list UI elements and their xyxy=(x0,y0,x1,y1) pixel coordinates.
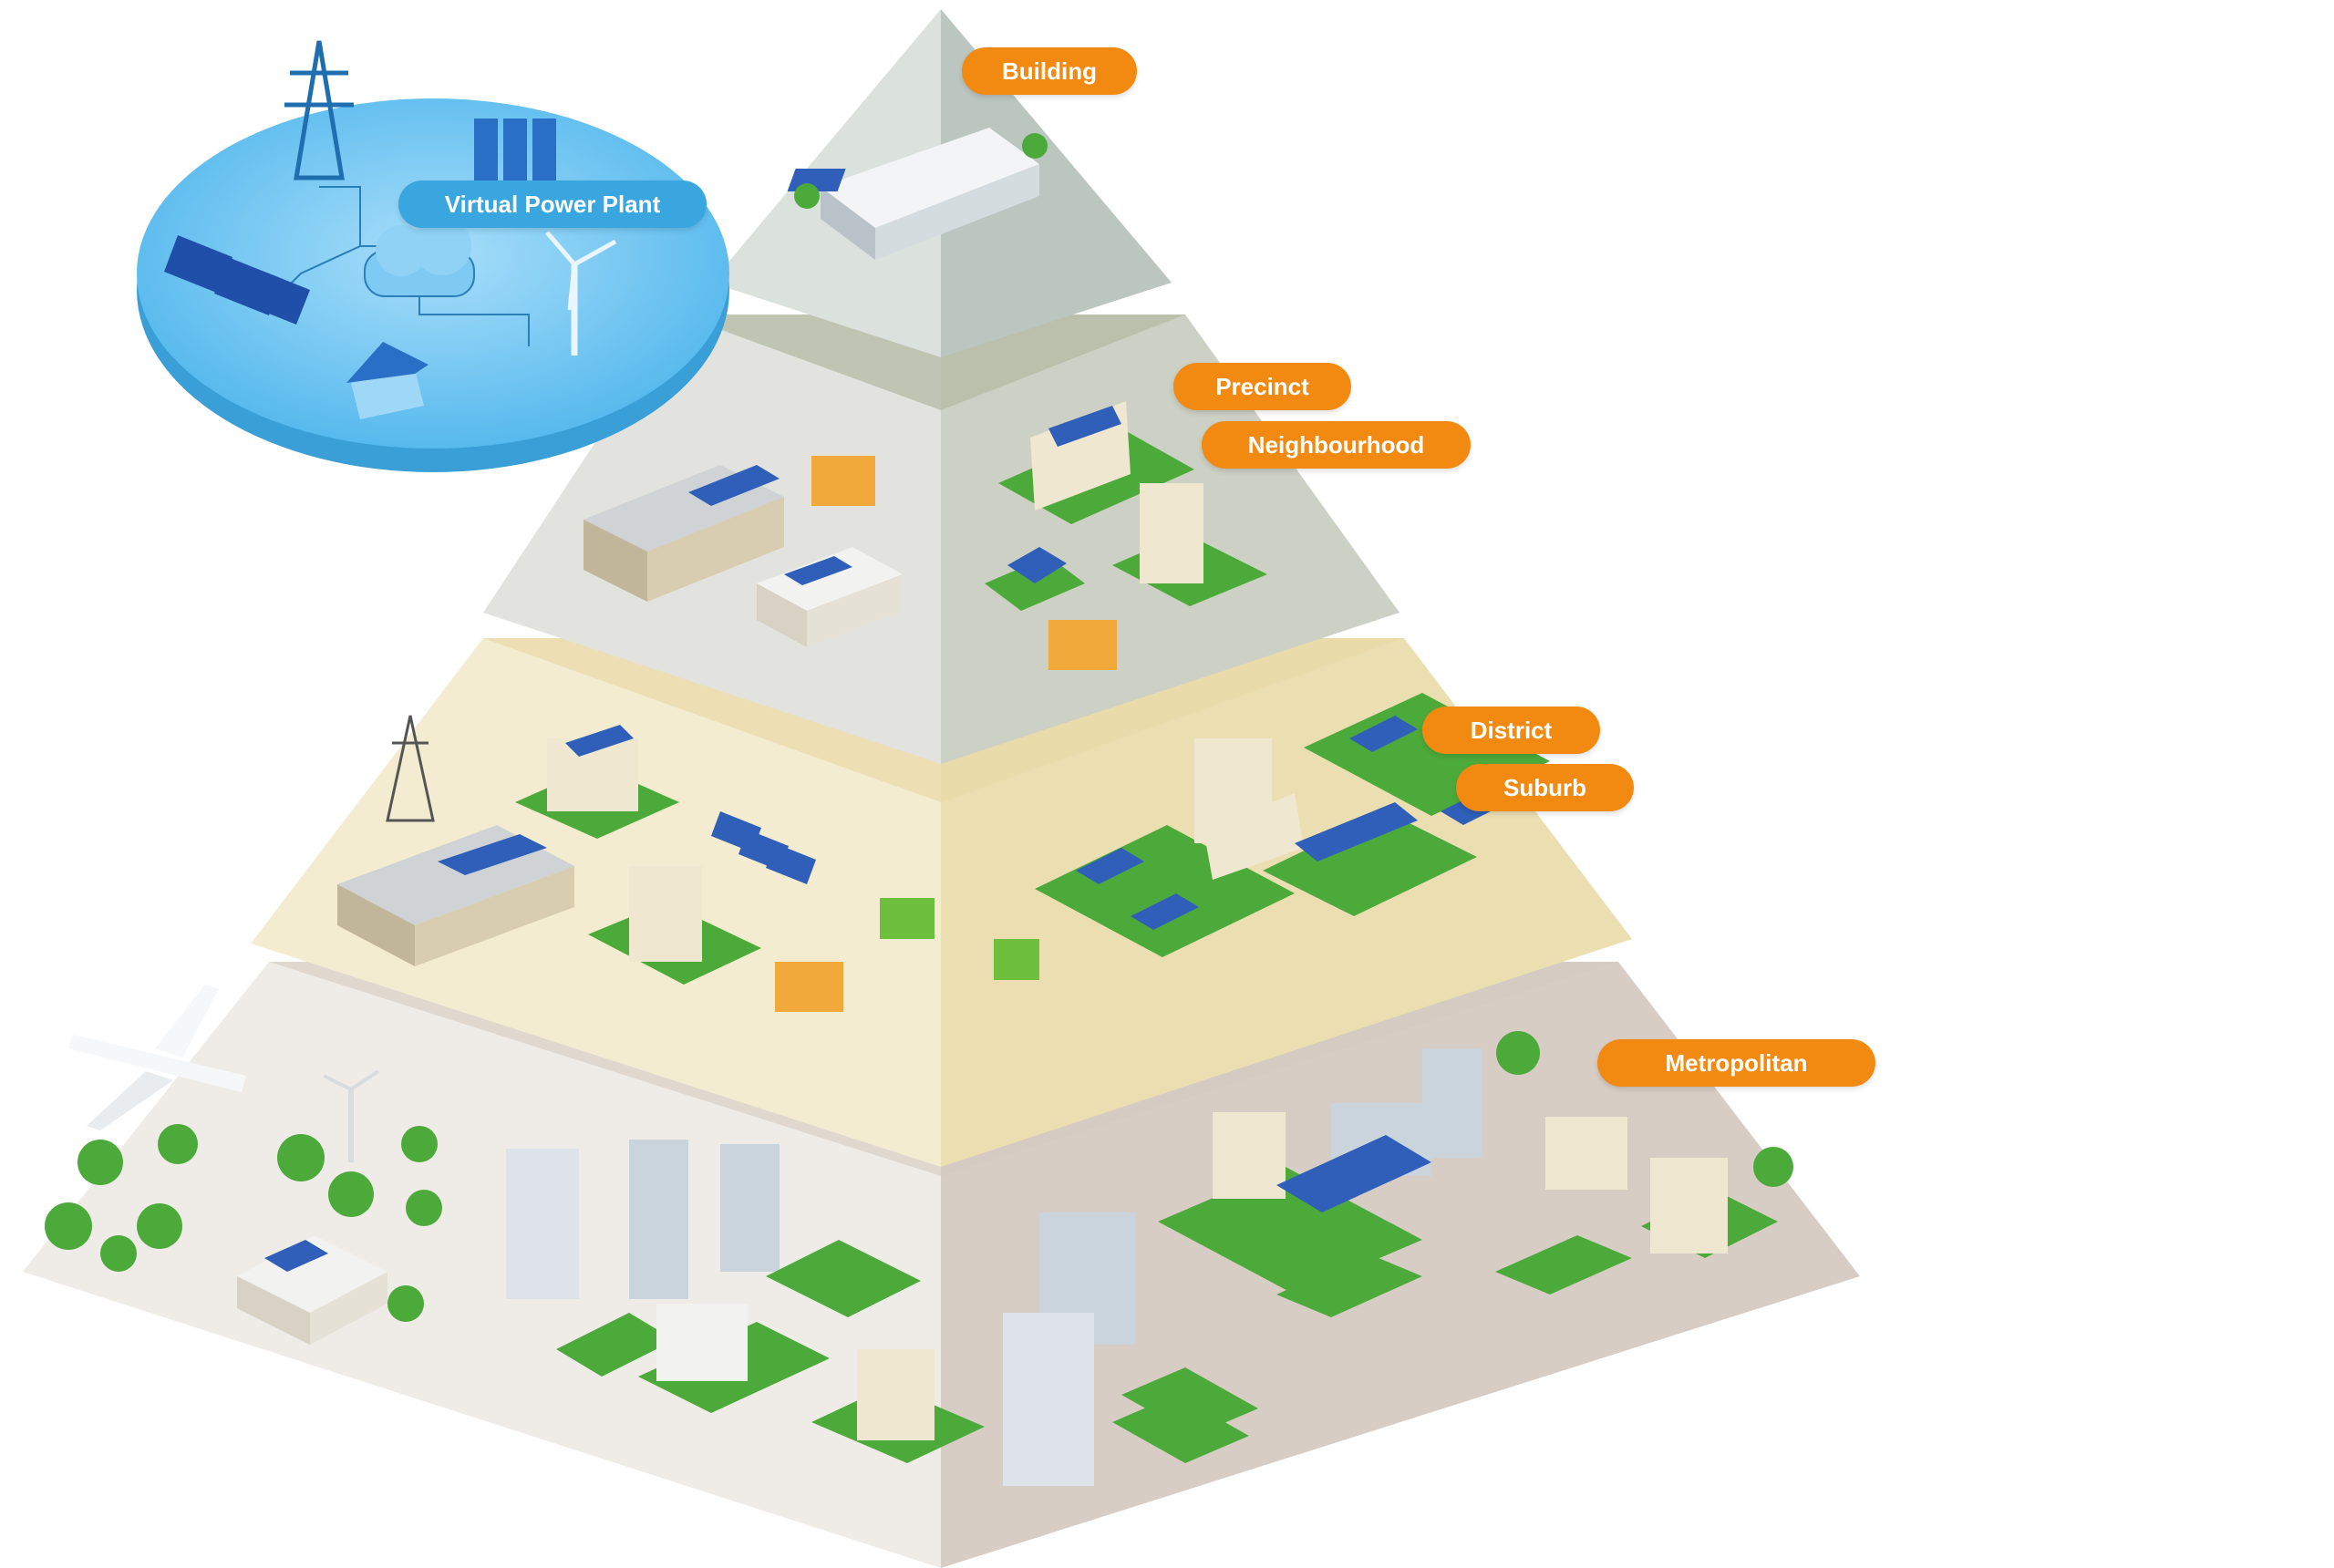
factory-icon xyxy=(584,465,784,602)
airplane-icon xyxy=(68,985,246,1130)
house-icon xyxy=(346,342,429,419)
battery-icon xyxy=(811,456,1117,670)
warehouse-icon xyxy=(237,1235,387,1345)
neighbourhood-houses-icon xyxy=(985,401,1267,611)
solar-panel-icon xyxy=(711,811,816,884)
transmission-tower-icon xyxy=(284,40,354,181)
ev-charging-icon xyxy=(1112,1367,1258,1463)
cloud-icon xyxy=(364,217,475,297)
solar-panel-icon xyxy=(164,235,310,325)
tree-icon xyxy=(45,1031,1793,1322)
label-metropolitan: Metropolitan xyxy=(1597,1039,1875,1087)
commercial-building-icon xyxy=(787,128,1048,260)
label-virtual-power-plant: Virtual Power Plant xyxy=(398,181,707,228)
label-district: District xyxy=(1422,707,1600,754)
apartment-block-icon xyxy=(515,725,761,985)
suburb-houses-icon xyxy=(556,1112,1778,1463)
label-neighbourhood: Neighbourhood xyxy=(1202,421,1471,469)
factory-icon xyxy=(337,825,574,966)
battery-icon xyxy=(474,119,556,182)
skyscraper-icon xyxy=(506,1048,1482,1486)
warehouse-icon xyxy=(757,547,903,647)
wind-turbine-icon xyxy=(323,1069,380,1162)
label-building: Building xyxy=(962,47,1137,95)
transmission-tower-icon xyxy=(386,715,435,822)
wind-turbine-icon xyxy=(545,231,617,356)
label-precinct: Precinct xyxy=(1173,363,1351,410)
label-suburb: Suburb xyxy=(1456,764,1634,811)
battery-icon xyxy=(775,898,1039,1012)
